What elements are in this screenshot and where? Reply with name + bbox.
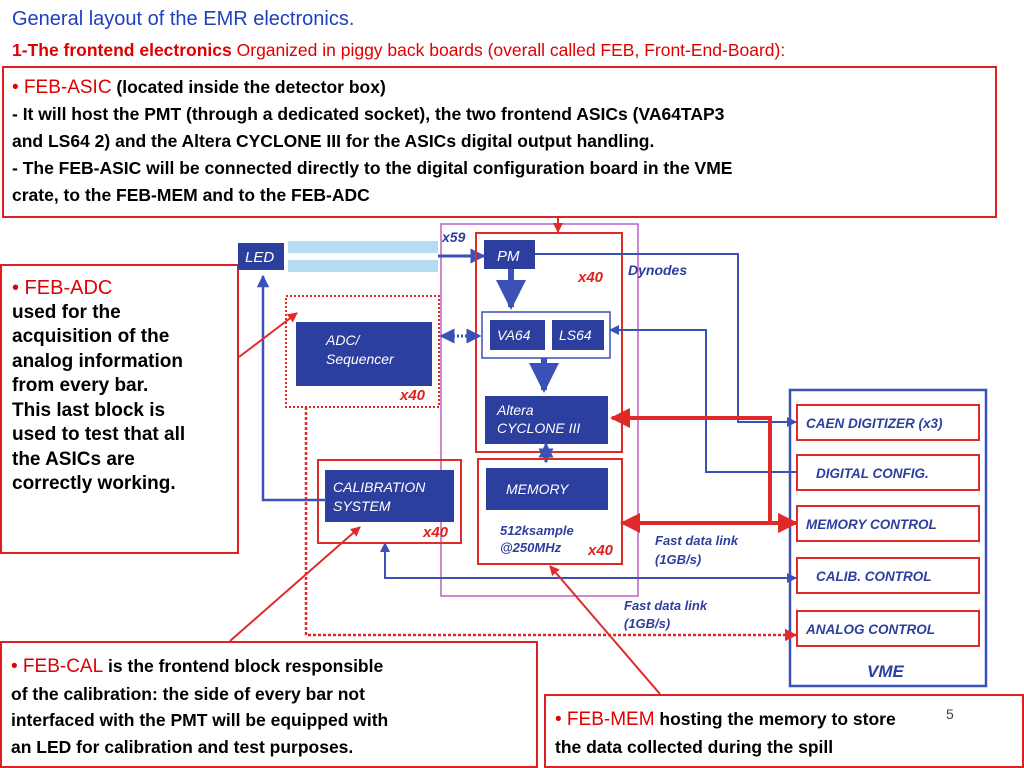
cal-label-1: CALIBRATION <box>333 479 426 495</box>
fiber-bar <box>288 260 438 272</box>
ls64-block <box>552 320 604 350</box>
subtitle-rest: Organized in piggy back boards (overall … <box>231 40 786 60</box>
feb-adc-line: the ASICs are <box>12 448 135 470</box>
va64-block <box>490 320 545 350</box>
feb-adc-line: correctly working. <box>12 473 176 494</box>
adc-label-1: ADC/ <box>325 332 362 348</box>
led-block <box>238 243 284 270</box>
feb-mem-line-1: hosting the memory to store <box>654 709 896 729</box>
feb-asic-callout: • FEB-ASIC (located inside the detector … <box>2 66 997 218</box>
adc-sequencer-block <box>296 322 432 386</box>
vme-slot <box>796 557 980 594</box>
pm-multiplicity: x40 <box>577 269 604 286</box>
memory-multiplicity: x40 <box>587 542 614 559</box>
pm-block <box>484 240 535 269</box>
feb-cal-line-1: is the frontend block responsible <box>103 656 384 676</box>
feb-asic-heading: • FEB-ASIC (located inside the detector … <box>12 74 987 101</box>
feb-asic-name: • FEB-ASIC <box>12 77 112 98</box>
page-number: 5 <box>946 706 954 722</box>
feb-adc-line: analog information <box>12 350 183 372</box>
ls64-label: LS64 <box>559 327 592 343</box>
feb-cal-callout: • FEB-CAL is the frontend block responsi… <box>0 641 538 768</box>
fast-link-1-label-2: (1GB/s) <box>655 552 701 567</box>
fiber-bar <box>288 241 438 253</box>
feb-asic-line-3: - The FEB-ASIC will be connected directl… <box>12 158 733 178</box>
adc-label-2: Sequencer <box>326 351 395 367</box>
altera-memory-control-link <box>610 408 798 533</box>
feb-mem-callout: • FEB-MEM hosting the memory to store th… <box>544 694 1024 768</box>
cal-label-2: SYSTEM <box>333 498 391 514</box>
feb-cal-line-2: of the calibration: the side of every ba… <box>11 683 365 704</box>
memory-block <box>486 468 608 510</box>
calib-control-line <box>380 542 797 583</box>
feb-asic-line-1: - It will host the PMT (through a dedica… <box>12 104 725 124</box>
vme-crate <box>788 388 988 688</box>
altera-label-2: CYCLONE III <box>497 420 580 436</box>
pm-label: PM <box>497 248 520 265</box>
fast-link-2-label-2: (1GB/s) <box>624 616 670 631</box>
mem-callout-pointer <box>549 565 661 695</box>
feb-asic-line-4: crate, to the FEB-MEM and to the FEB-ADC <box>12 185 370 205</box>
subtitle: 1-The frontend electronics Organized in … <box>12 40 785 61</box>
feb-cal-name: • FEB-CAL <box>11 656 104 677</box>
feb-adc-line: This last block is <box>12 399 166 421</box>
feb-cal-line-3: interfaced with the PMT will be equipped… <box>11 710 389 730</box>
feb-asic-location: (located inside the detector box) <box>111 77 386 97</box>
adc-multiplicity: x40 <box>399 387 426 404</box>
calibration-system-block <box>325 470 454 522</box>
vme-item-caen: CAEN DIGITIZER (x3) <box>806 416 943 431</box>
vme-item-digital-config: DIGITAL CONFIG. <box>816 466 929 481</box>
vme-item-calib-control: CALIB. CONTROL <box>816 569 932 584</box>
feb-adc-board-outline <box>285 295 440 408</box>
adc-callout-pointer <box>238 312 298 358</box>
feb-adc-callout: • FEB-ADC used for the acquisition of th… <box>0 264 239 554</box>
feb-mem-name: • FEB-MEM <box>555 709 655 730</box>
fast-link-2-label-1: Fast data link <box>624 598 708 613</box>
led-multiplicity: x59 <box>441 229 466 245</box>
feb-cal-line-4: an LED for calibration and test purposes… <box>11 736 354 757</box>
altera-label-1: Altera <box>496 402 534 418</box>
feb-asic-line-2: and LS64 2) and the Altera CYCLONE III f… <box>12 131 655 151</box>
feb-adc-line: used for the <box>12 301 121 323</box>
memory-label: MEMORY <box>506 481 570 497</box>
vme-label: VME <box>867 662 905 681</box>
feb-adc-name: • FEB-ADC <box>12 277 113 299</box>
altera-block <box>485 396 608 444</box>
feb-adc-line: used to test that all <box>12 424 186 445</box>
va64-label: VA64 <box>497 327 531 343</box>
feb-mem-heading: • FEB-MEM hosting the memory to store <box>555 706 1013 734</box>
feb-mem-line-2: the data collected during the spill <box>555 736 834 757</box>
analog-control-link <box>304 407 798 642</box>
vme-item-memory-control: MEMORY CONTROL <box>806 517 937 532</box>
vme-item-analog-control: ANALOG CONTROL <box>805 622 935 637</box>
feb-adc-line: acquisition of the <box>12 326 170 347</box>
cal-to-led-arrow <box>256 274 326 502</box>
cal-callout-pointer <box>229 526 361 642</box>
memory-size-label: 512ksample <box>500 523 574 538</box>
memory-rate-label: @250MHz <box>500 540 562 555</box>
cal-multiplicity: x40 <box>422 524 449 541</box>
page-title: General layout of the EMR electronics. <box>12 8 355 30</box>
vme-slot <box>796 610 980 647</box>
feb-cal-heading: • FEB-CAL is the frontend block responsi… <box>11 653 527 681</box>
feb-adc-line: from every bar. <box>12 375 149 396</box>
subtitle-bold: 1-The frontend electronics <box>12 40 232 60</box>
dynodes-label: Dynodes <box>628 262 687 278</box>
led-label: LED <box>245 249 274 266</box>
fast-link-1-label-1: Fast data link <box>655 533 739 548</box>
